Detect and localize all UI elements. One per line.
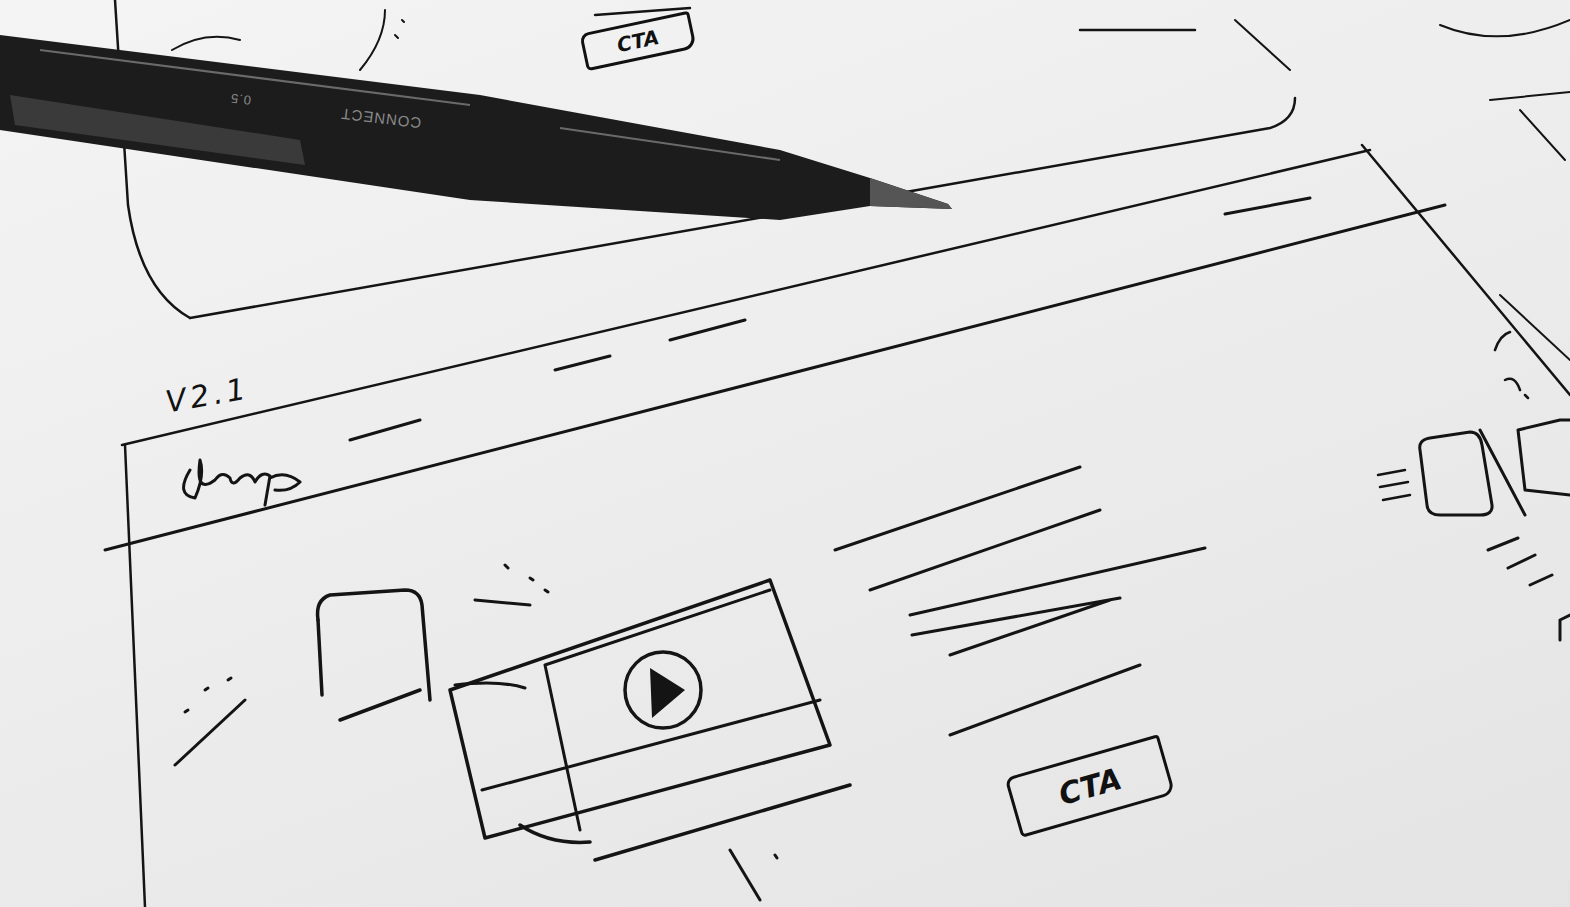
pencil-size: 0.5	[229, 91, 252, 108]
play-triangle	[650, 668, 685, 718]
frame-edge	[125, 445, 145, 907]
text-line	[1378, 470, 1410, 500]
text-line	[1080, 29, 1195, 32]
pencil-tip	[870, 178, 952, 209]
text-line	[520, 785, 850, 860]
video-frame	[450, 580, 830, 838]
card-edge	[1440, 20, 1570, 36]
pencil	[0, 35, 952, 220]
image-icon	[318, 590, 431, 700]
pencil-clip	[10, 95, 305, 165]
nav-dash	[350, 198, 1310, 440]
card-edge	[1490, 92, 1570, 160]
header-line	[105, 205, 1445, 550]
video-frame	[482, 590, 820, 830]
cta-button: CTA	[1005, 734, 1176, 838]
frame-edge	[1500, 295, 1570, 360]
dots	[185, 678, 231, 712]
thumbnail-box	[1420, 432, 1492, 515]
button-label: CTA	[615, 25, 661, 57]
text-line	[835, 467, 1205, 735]
play-circle	[625, 652, 701, 728]
text-line	[595, 8, 690, 15]
text-line	[1488, 538, 1570, 640]
text-line	[730, 850, 777, 900]
frame-edge	[1362, 145, 1570, 395]
thumbnail-box	[1480, 420, 1570, 515]
logo-scribble	[184, 460, 300, 505]
card-edge	[115, 0, 190, 318]
dots	[475, 565, 548, 605]
image-icon	[318, 620, 420, 720]
pencil-body	[0, 35, 952, 220]
scribble	[1495, 332, 1528, 398]
cta-button: CTA	[579, 11, 696, 71]
video-frame	[455, 683, 525, 688]
text-line	[175, 700, 245, 765]
card-edge	[1235, 20, 1290, 70]
button-label: CTA	[1055, 760, 1126, 811]
version-note: V2.1	[163, 370, 252, 419]
pencil-highlight	[40, 50, 780, 160]
